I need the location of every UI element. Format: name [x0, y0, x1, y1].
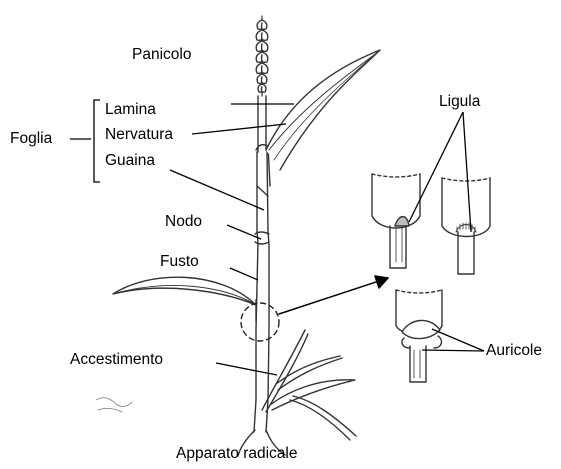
label-guaina: Guaina	[105, 153, 155, 169]
lower-leaf	[113, 277, 256, 322]
ligula-detail-left	[372, 174, 420, 268]
nervatura-leader	[192, 124, 286, 134]
label-ligula: Ligula	[439, 94, 480, 110]
nodo-leader	[227, 225, 261, 239]
ligula-detail-right	[442, 178, 490, 274]
label-panicolo: Panicolo	[132, 47, 191, 63]
label-nodo: Nodo	[165, 214, 202, 230]
foglia-bracket	[94, 100, 100, 182]
ground	[96, 398, 132, 412]
label-lamina: Lamina	[105, 102, 156, 118]
label-nervatura: Nervatura	[105, 127, 173, 143]
detail-arrow	[279, 276, 388, 314]
label-accestimento: Accestimento	[70, 352, 163, 368]
label-auricole: Auricole	[486, 343, 542, 359]
auricole-detail	[396, 290, 442, 382]
detail-circle	[241, 303, 279, 341]
label-apparato-radicale: Apparato radicale	[176, 446, 298, 462]
auricole-leader-top	[432, 329, 484, 351]
panicle	[256, 16, 268, 96]
auricole-leader-bottom	[422, 350, 484, 351]
upper-leaf	[266, 50, 380, 170]
label-foglia: Foglia	[10, 131, 52, 147]
fusto-leader	[230, 268, 258, 280]
guaina-leader	[170, 170, 264, 210]
label-fusto: Fusto	[160, 254, 199, 270]
